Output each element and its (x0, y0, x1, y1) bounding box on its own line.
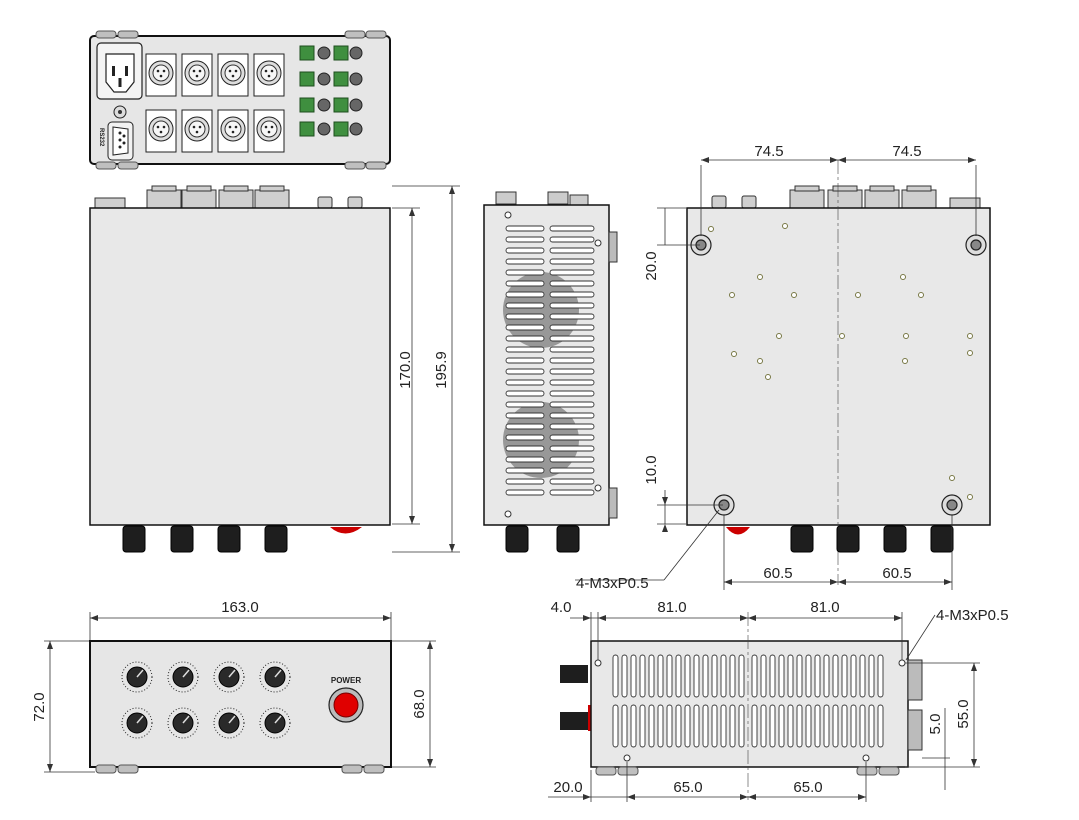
svg-text:RS232: RS232 (98, 128, 104, 147)
dim-74-5-right: 74.5 (892, 143, 921, 160)
top-rear-connectors (94, 185, 363, 209)
xlr-connector-icon (145, 109, 177, 153)
dim-60-5-right: 60.5 (882, 565, 911, 582)
potentiometer-knob-icon (121, 707, 153, 739)
xlr-connector-icon (253, 53, 285, 97)
bottom-front-knobs (790, 525, 954, 553)
xlr-connector-grid (145, 53, 285, 153)
xlr-connector-icon (217, 109, 249, 153)
potentiometer-knob-icon (259, 661, 291, 693)
top-view (89, 185, 391, 553)
dim-20-0-bottom: 20.0 (643, 251, 660, 280)
db9-connector-icon: RS232 (98, 121, 134, 161)
top-front-knobs (122, 525, 288, 553)
dim-81-0-right: 81.0 (810, 599, 839, 616)
dim-81-0-left: 81.0 (657, 599, 686, 616)
thread-callout-bottom: 4-M3xP0.5 (576, 575, 649, 592)
rear-panel-view: RS232 (89, 30, 391, 170)
potentiometer-knob-icon (167, 661, 199, 693)
xlr-connector-icon (181, 53, 213, 97)
dim-68-0: 68.0 (411, 689, 428, 718)
bottom-view-dimensions (575, 157, 977, 590)
dim-195-9: 195.9 (433, 351, 450, 389)
terminal-block-column (299, 45, 363, 137)
dim-163-0: 163.0 (221, 599, 259, 616)
side-lower-vents-bottom (612, 704, 884, 748)
bottom-view (686, 160, 991, 585)
xlr-connector-icon (253, 109, 285, 153)
side-lower-vents-top (612, 654, 884, 698)
xlr-connector-icon (217, 53, 249, 97)
potentiometer-knob-icon (213, 707, 245, 739)
potentiometer-knob-icon (167, 707, 199, 739)
top-view-dimensions (392, 185, 460, 553)
dim-65-0-right: 65.0 (793, 779, 822, 796)
dim-5-0: 5.0 (927, 714, 944, 735)
potentiometer-knob-icon (259, 707, 291, 739)
front-feet (95, 764, 385, 774)
front-view-dimensions (44, 612, 436, 773)
xlr-connector-icon (145, 53, 177, 97)
thread-callout-side: 4-M3xP0.5 (936, 607, 1009, 624)
bottom-rear-connectors (711, 185, 981, 209)
top-power-button-edge (330, 527, 362, 534)
side-front-knobs (505, 525, 580, 553)
fuse-holder-icon (113, 105, 127, 119)
side-lower-dimensions (548, 612, 980, 802)
vent-slots-right (549, 225, 595, 496)
power-label: POWER (331, 676, 361, 685)
dim-4-0: 4.0 (551, 599, 572, 616)
power-button[interactable] (333, 692, 359, 718)
side-view-lower (560, 612, 923, 800)
top-view-outline (89, 207, 391, 526)
dim-10-0: 10.0 (643, 455, 660, 484)
side-view-vented (483, 191, 618, 553)
iec-power-inlet-icon (96, 42, 143, 100)
dim-20-0-side: 20.0 (553, 779, 582, 796)
dim-60-5-left: 60.5 (763, 565, 792, 582)
dim-170: 170.0 (397, 351, 414, 389)
front-knobs (121, 661, 291, 739)
dim-72-0: 72.0 (31, 692, 48, 721)
dim-74-5-left: 74.5 (754, 143, 783, 160)
bottom-feet-holes (690, 234, 987, 516)
potentiometer-knob-icon (121, 661, 153, 693)
xlr-connector-icon (181, 109, 213, 153)
side-screws (504, 211, 602, 518)
potentiometer-knob-icon (213, 661, 245, 693)
dim-65-0-left: 65.0 (673, 779, 702, 796)
rear-feet (95, 30, 387, 170)
vent-slots-left (505, 225, 545, 496)
bottom-screw-dots (708, 223, 973, 500)
bottom-view-outline (686, 207, 991, 526)
dim-55-0: 55.0 (955, 699, 972, 728)
